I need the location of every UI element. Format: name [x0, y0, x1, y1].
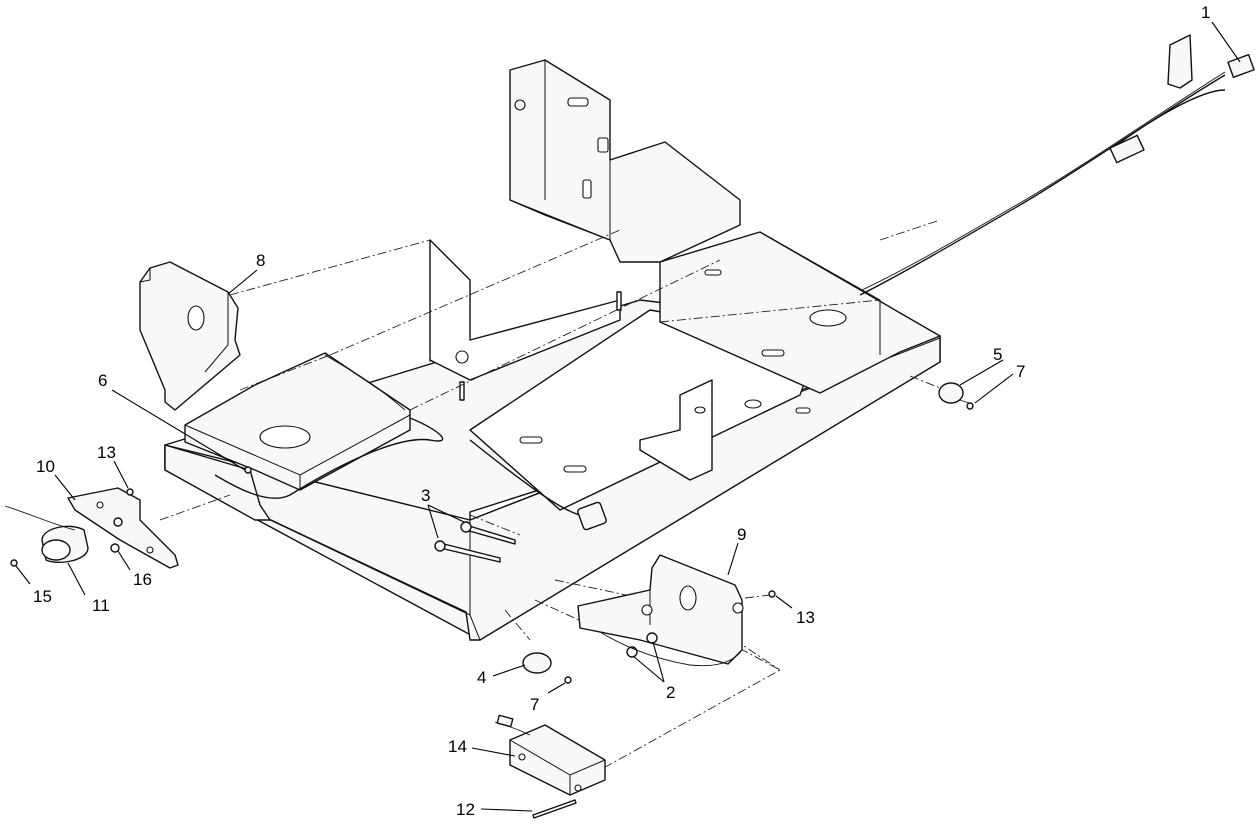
grommet-4 [522, 652, 552, 674]
callout-3: 3 [421, 486, 430, 505]
left-bracket [139, 261, 241, 411]
callout-16: 16 [133, 570, 152, 589]
fasteners [10, 382, 974, 819]
callout-15: 15 [33, 587, 52, 606]
callout-6: 6 [98, 371, 107, 390]
callout-10: 10 [36, 457, 55, 476]
main-frame [164, 59, 941, 641]
callout-11: 11 [92, 596, 110, 615]
grommet-5 [938, 382, 964, 404]
leader-lines [15, 21, 1241, 812]
harness-connector [577, 501, 607, 531]
callout-4: 4 [477, 668, 486, 687]
callout-1: 1 [1201, 3, 1210, 22]
right-light [494, 714, 606, 796]
callout-2: 2 [666, 683, 675, 702]
harness-connector-1 [1227, 54, 1255, 78]
callout-13-right: 13 [796, 608, 815, 627]
callout-14: 14 [448, 737, 467, 756]
wire-harness [214, 34, 1255, 531]
callout-8: 8 [256, 251, 265, 270]
callout-9: 9 [737, 525, 746, 544]
callout-7-lower: 7 [530, 695, 539, 714]
callout-7-upper: 7 [1016, 362, 1025, 381]
callouts: 1 2 3 4 5 6 7 7 8 9 10 11 12 13 13 14 15… [33, 3, 1210, 819]
left-light [4, 505, 89, 564]
right-bracket [577, 554, 744, 667]
callout-12: 12 [456, 800, 475, 819]
callout-13-left: 13 [97, 443, 116, 462]
callout-5: 5 [993, 345, 1002, 364]
